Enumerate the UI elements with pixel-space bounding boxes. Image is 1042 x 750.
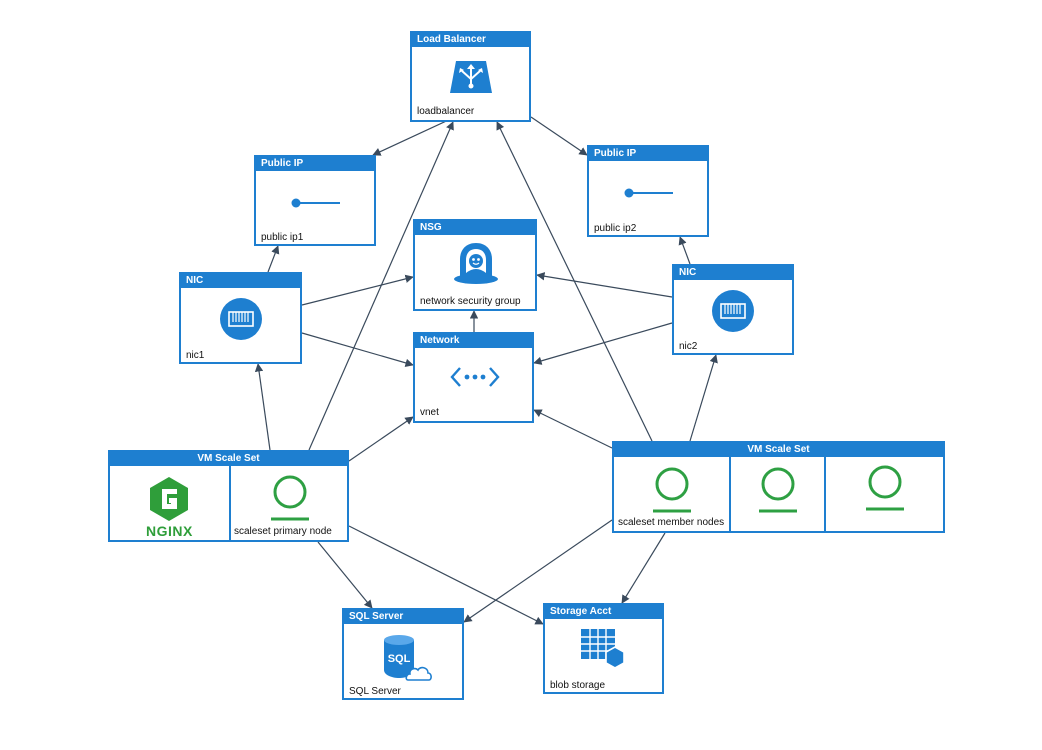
network-interface-icon xyxy=(712,290,754,332)
node-header: Storage Acct xyxy=(545,605,662,619)
node-label: vnet xyxy=(420,407,439,418)
nsg-node[interactable]: NSG network security group xyxy=(413,219,537,311)
node-header: NSG xyxy=(415,221,535,235)
edge-nic1-to-public-ip1 xyxy=(267,245,280,273)
public-ip1-node[interactable]: Public IP public ip1 xyxy=(254,155,376,246)
node-header: NIC xyxy=(181,274,300,288)
node-header: SQL Server xyxy=(344,610,462,624)
nginx-cell: NGINX xyxy=(110,466,231,540)
node-header: Public IP xyxy=(256,157,374,171)
edge-load-balancer-to-public-ip2 xyxy=(530,116,588,156)
primary-node-cell: scaleset primary node xyxy=(231,466,349,540)
node-header: VM Scale Set xyxy=(110,452,347,466)
node-label: public ip1 xyxy=(261,232,304,243)
node-label: network security group xyxy=(420,296,521,307)
virtual-machine-icon xyxy=(759,467,797,513)
sql-database-icon: SQL xyxy=(384,635,432,681)
edge-vmss-members-to-storage xyxy=(621,532,666,604)
edge-nic1-to-network xyxy=(301,332,414,367)
sql-server-node[interactable]: SQL Server SQL SQL Server xyxy=(342,608,464,700)
vm-scale-set-members-node[interactable]: VM Scale Set scaleset member nodes xyxy=(612,441,945,533)
load-balancer-icon xyxy=(450,61,492,93)
edge-vmss-primary-to-network xyxy=(348,416,414,462)
blob-storage-icon xyxy=(581,629,625,669)
node-label: SQL Server xyxy=(349,686,401,697)
virtual-network-icon xyxy=(450,367,500,387)
node-header: Public IP xyxy=(589,147,707,161)
edge-vmss-members-to-load-balancer xyxy=(496,121,653,442)
node-header: Load Balancer xyxy=(412,33,529,47)
node-header: Network xyxy=(415,334,532,348)
load-balancer-node[interactable]: Load Balancer loadbalancer xyxy=(410,31,531,122)
node-label: scaleset member nodes xyxy=(618,517,725,528)
nginx-logo-icon xyxy=(150,477,188,521)
virtual-machine-icon xyxy=(653,467,691,513)
node-label: nic2 xyxy=(679,341,698,352)
edge-vmss-members-to-nic2 xyxy=(689,354,718,442)
member-node-cell-3 xyxy=(826,457,945,531)
edge-vmss-primary-to-load-balancer xyxy=(308,121,454,451)
edge-vmss-primary-to-storage xyxy=(348,525,544,625)
edge-nic2-to-nsg xyxy=(536,272,673,298)
edge-vmss-primary-to-sql-server xyxy=(317,541,373,609)
storage-account-node[interactable]: Storage Acct blob storage xyxy=(543,603,664,694)
node-header: NIC xyxy=(674,266,792,280)
edge-nic2-to-public-ip2 xyxy=(678,236,691,265)
node-label: scaleset primary node xyxy=(234,526,332,537)
node-label: public ip2 xyxy=(594,223,637,234)
member-node-cell-1: scaleset member nodes xyxy=(614,457,731,531)
vm-scale-set-primary-node[interactable]: VM Scale Set NGINX scaleset primary node xyxy=(108,450,349,542)
edge-nic1-to-nsg xyxy=(301,274,414,306)
nic1-node[interactable]: NIC nic1 xyxy=(179,272,302,364)
network-node[interactable]: Network vnet xyxy=(413,332,534,423)
sql-icon-text: SQL xyxy=(388,653,411,665)
node-label: nic1 xyxy=(186,350,205,361)
member-node-cell-2 xyxy=(731,457,826,531)
network-security-group-icon xyxy=(454,243,498,284)
edge-nic2-to-network xyxy=(533,322,673,365)
nic2-node[interactable]: NIC nic2 xyxy=(672,264,794,355)
virtual-machine-icon xyxy=(271,475,309,521)
node-label: loadbalancer xyxy=(417,106,475,117)
network-interface-icon xyxy=(220,298,262,340)
edge-load-balancer-to-public-ip1 xyxy=(372,116,456,156)
virtual-machine-icon xyxy=(866,465,904,511)
public-ip2-node[interactable]: Public IP public ip2 xyxy=(587,145,709,237)
node-label: blob storage xyxy=(550,680,606,691)
edge-vmss-members-to-sql-server xyxy=(463,519,613,623)
node-header: VM Scale Set xyxy=(614,443,943,457)
edge-vmss-members-to-network xyxy=(533,409,613,449)
public-ip-icon xyxy=(291,198,340,208)
edge-vmss-primary-to-nic1 xyxy=(254,363,271,451)
nginx-logo-text: NGINX xyxy=(146,523,193,539)
public-ip-icon xyxy=(624,188,673,198)
